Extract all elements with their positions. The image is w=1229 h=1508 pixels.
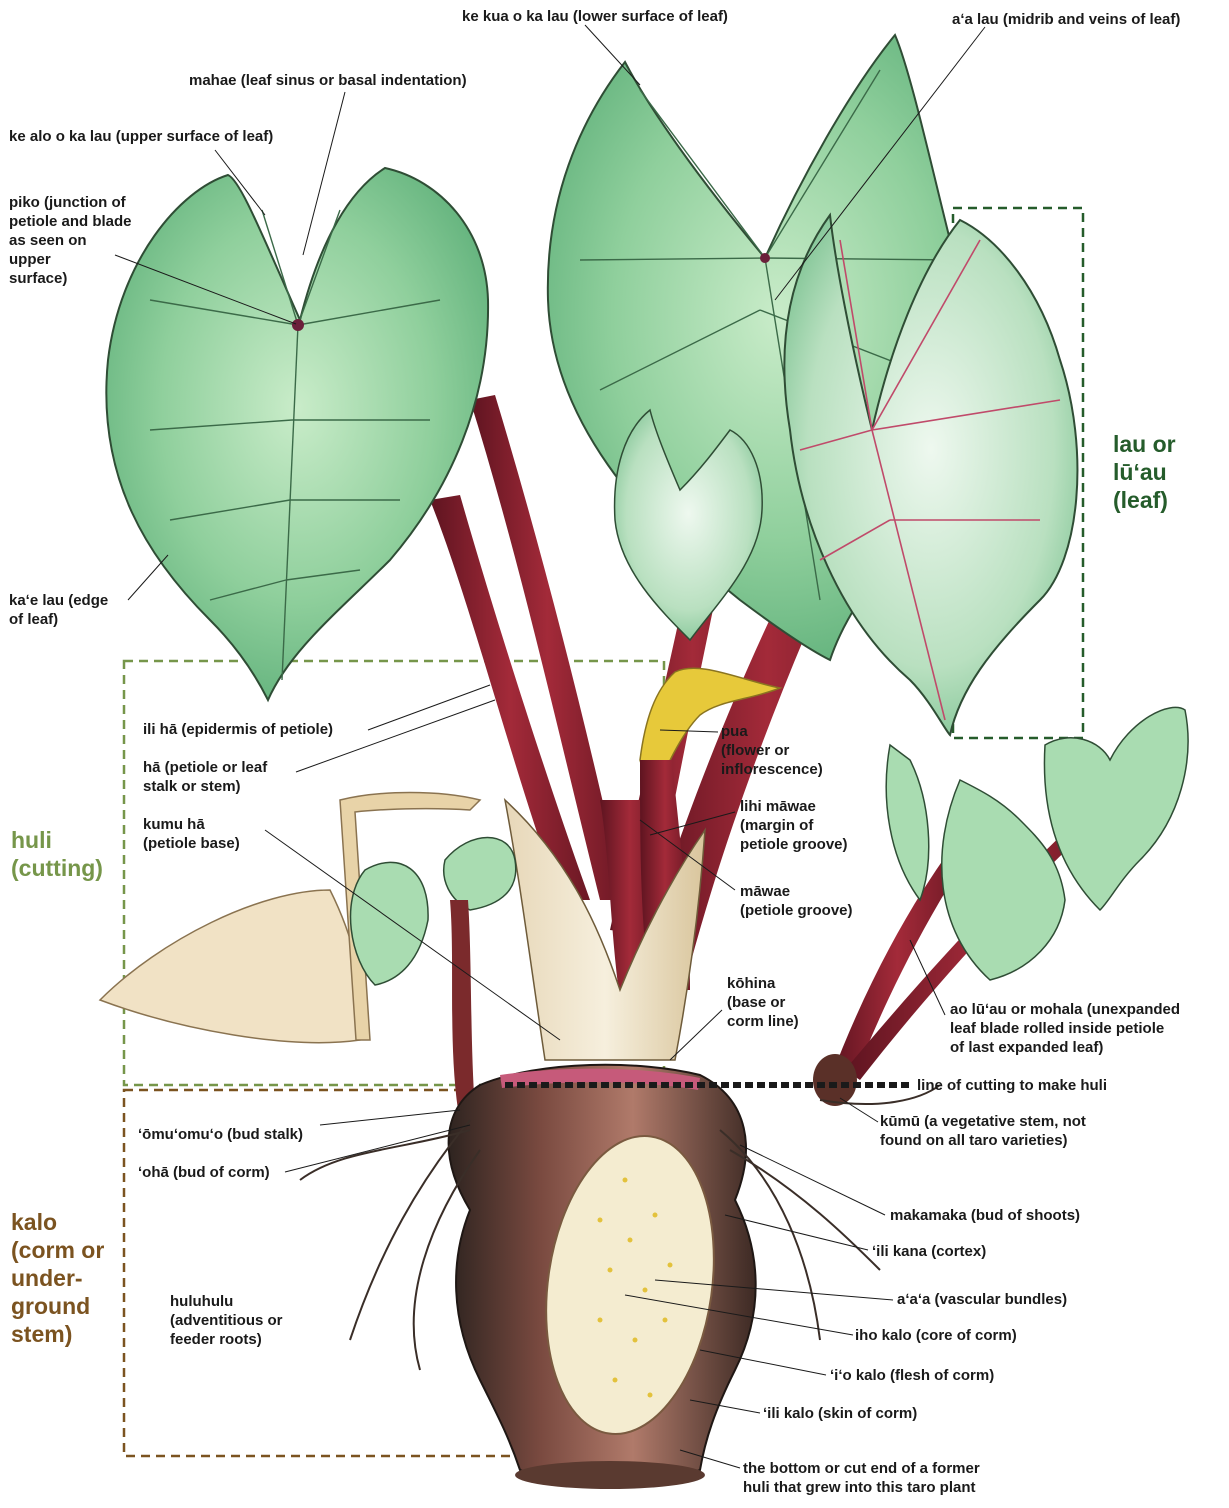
label-lower-surface: ke kua o ka lau (lower surface of leaf) — [462, 7, 728, 26]
label-upper-surface: ke alo o ka lau (upper surface of leaf) — [9, 127, 273, 146]
shoot-mid-leaf — [444, 838, 516, 911]
label-ao-luau: ao lūʻau or mohala (unexpanded leaf blad… — [950, 1000, 1180, 1057]
label-bud-corm: ʻohā (bud of corm) — [138, 1163, 270, 1182]
kumu-stem-knob — [813, 1054, 857, 1106]
label-kohina: kōhina (base or corm line) — [727, 974, 799, 1031]
label-flower: pua (flower or inflorescence) — [721, 722, 823, 779]
label-piko: piko (junction of petiole and blade as s… — [9, 193, 132, 288]
side-shoot-leaf-c — [886, 745, 928, 900]
midrib-junction — [760, 253, 770, 263]
label-groove: māwae (petiole groove) — [740, 882, 853, 920]
label-core: iho kalo (core of corm) — [855, 1326, 1017, 1345]
piko-dot — [292, 319, 304, 331]
bud-stalk — [450, 900, 475, 1110]
label-groove-margin: lihi māwae (margin of petiole groove) — [740, 797, 848, 854]
label-kumu: kūmū (a vegetative stem, not found on al… — [880, 1112, 1086, 1150]
label-petiole-base: kumu hā (petiole base) — [143, 815, 240, 853]
label-edge: kaʻe lau (edge of leaf) — [9, 591, 108, 629]
corm-bottom — [515, 1461, 705, 1489]
leaf-left — [106, 168, 488, 700]
label-cut-line: line of cutting to make huli — [917, 1076, 1107, 1095]
shoot-left-leaf — [351, 862, 429, 985]
label-midrib: aʻa lau (midrib and veins of leaf) — [952, 10, 1180, 29]
side-shoot-leaf-b — [1044, 707, 1188, 910]
label-bottom: the bottom or cut end of a former huli t… — [743, 1459, 980, 1497]
label-vascular: aʻaʻa (vascular bundles) — [897, 1290, 1067, 1309]
label-flesh: ʻiʻo kalo (flesh of corm) — [830, 1366, 994, 1385]
label-cortex: ʻili kana (cortex) — [872, 1242, 986, 1261]
label-bud-stalk: ʻōmuʻomuʻo (bud stalk) — [138, 1125, 303, 1144]
label-feeder-roots: huluhulu (adventitious or feeder roots) — [170, 1292, 283, 1349]
cutting-section-title: huli (cutting) — [11, 826, 103, 882]
corm-section-title: kalo (corm or under- ground stem) — [11, 1208, 104, 1348]
leaf-section-title: lau or lūʻau (leaf) — [1113, 430, 1176, 514]
label-skin: ʻili kalo (skin of corm) — [763, 1404, 917, 1423]
label-petiole: hā (petiole or leaf stalk or stem) — [143, 758, 267, 796]
label-epidermis: ili hā (epidermis of petiole) — [143, 720, 333, 739]
label-makamaka: makamaka (bud of shoots) — [890, 1206, 1080, 1225]
dry-leaf — [100, 890, 363, 1043]
label-sinus: mahae (leaf sinus or basal indentation) — [189, 71, 467, 90]
